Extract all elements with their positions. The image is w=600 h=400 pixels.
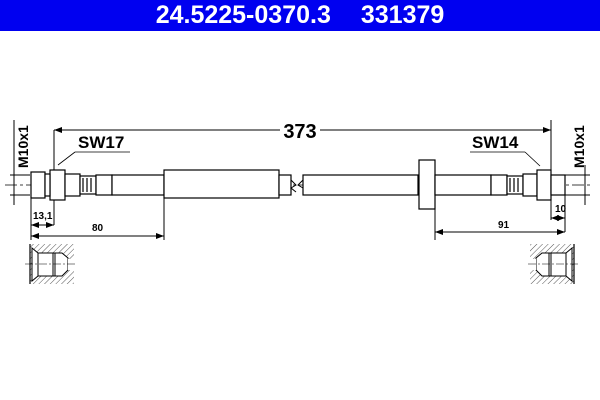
- right-thread-label: M10x1: [571, 125, 587, 168]
- hose: [111, 159, 492, 210]
- ref-number: 331379: [360, 1, 445, 29]
- part-number: 24.5225-0370.3: [155, 1, 331, 29]
- total-length-label: 373: [283, 121, 316, 143]
- left-wrench-size: SW17: [78, 133, 124, 152]
- right-wrench-size: SW14: [472, 133, 519, 152]
- female-port-section-icon: [528, 244, 580, 284]
- left-thread-label: M10x1: [15, 125, 31, 168]
- break-symbol: [290, 179, 304, 193]
- female-port-section-icon: [25, 244, 76, 284]
- right-fitting: [490, 169, 566, 201]
- left-sleeve-distance: 80: [92, 223, 104, 234]
- right-bottom-dimensions: 10 91: [434, 200, 567, 240]
- right-fitting-length: 10: [555, 204, 567, 215]
- left-thread-dimension: M10x1: [10, 120, 31, 205]
- total-length-dimension: 373: [53, 120, 552, 175]
- left-bottom-dimensions: 13,1 80: [30, 198, 165, 240]
- left-fitting: [30, 169, 113, 201]
- left-fitting-length: 13,1: [33, 211, 53, 222]
- right-sleeve-distance: 91: [498, 220, 510, 231]
- title-bar: 24.5225-0370.3 331379: [0, 0, 600, 31]
- right-thread-dimension: M10x1: [564, 125, 590, 232]
